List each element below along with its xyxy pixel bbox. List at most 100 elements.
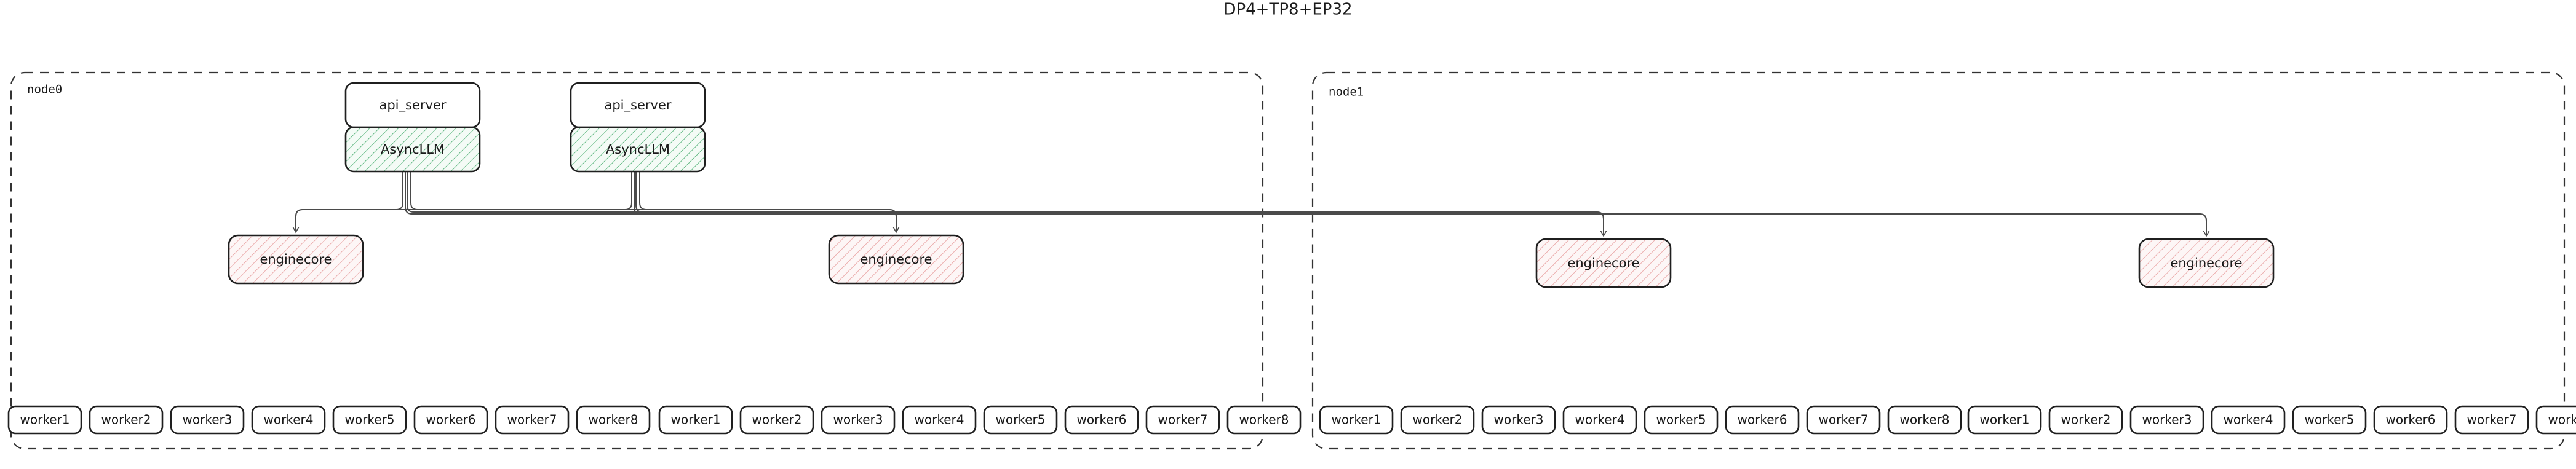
worker-box-label: worker7 bbox=[507, 412, 557, 427]
node1-border bbox=[1311, 71, 2566, 450]
enginecore-0-label: enginecore bbox=[260, 252, 332, 267]
worker-box-label: worker1 bbox=[1332, 412, 1381, 427]
worker-box-label: worker8 bbox=[1900, 412, 1950, 427]
worker-box[interactable]: worker3 bbox=[1481, 405, 1556, 435]
worker-box[interactable]: worker1 bbox=[1319, 405, 1394, 435]
worker-box[interactable]: worker2 bbox=[2048, 405, 2123, 435]
worker-box[interactable]: worker8 bbox=[576, 405, 651, 435]
worker-box[interactable]: worker1 bbox=[658, 405, 733, 435]
worker-box[interactable]: worker3 bbox=[2129, 405, 2204, 435]
worker-box[interactable]: worker4 bbox=[1562, 405, 1637, 435]
worker-box-label: worker2 bbox=[752, 412, 802, 427]
api-server-0[interactable]: api_server bbox=[344, 82, 481, 128]
worker-box[interactable]: worker8 bbox=[1226, 405, 1302, 435]
worker-box[interactable]: worker2 bbox=[89, 405, 164, 435]
worker-box[interactable]: worker2 bbox=[739, 405, 814, 435]
worker-box-label: worker1 bbox=[671, 412, 721, 427]
enginecore-0-box bbox=[228, 234, 364, 285]
node-container-node1[interactable]: node1 bbox=[1311, 71, 2566, 450]
enginecore-1[interactable]: enginecore bbox=[828, 234, 964, 285]
api-server-0-label: api_server bbox=[379, 98, 446, 113]
worker-box[interactable]: worker5 bbox=[983, 405, 1058, 435]
worker-box-rect bbox=[89, 405, 164, 435]
async-llm-0-label: AsyncLLM bbox=[381, 142, 445, 157]
worker-box-rect bbox=[2129, 405, 2204, 435]
worker-box-rect bbox=[1806, 405, 1881, 435]
worker-box-label: worker7 bbox=[1158, 412, 1208, 427]
worker-box-rect bbox=[413, 405, 488, 435]
async-llm-1-box bbox=[570, 126, 706, 173]
worker-box-rect bbox=[1725, 405, 1800, 435]
worker-box[interactable]: worker6 bbox=[413, 405, 488, 435]
worker-box-rect bbox=[658, 405, 733, 435]
worker-box-rect bbox=[7, 405, 82, 435]
worker-box-label: worker6 bbox=[1077, 412, 1127, 427]
worker-box-label: worker8 bbox=[2548, 412, 2576, 427]
worker-box-label: worker7 bbox=[2467, 412, 2517, 427]
worker-box-rect bbox=[2454, 405, 2529, 435]
async-llm-0-box bbox=[344, 126, 481, 173]
worker-box[interactable]: worker4 bbox=[251, 405, 326, 435]
worker-box-label: worker5 bbox=[2305, 412, 2355, 427]
worker-box[interactable]: worker7 bbox=[1145, 405, 1220, 435]
edge-async1-to-engine3 bbox=[634, 171, 2210, 237]
edge-async1-to-engine0 bbox=[292, 171, 632, 234]
worker-box[interactable]: worker7 bbox=[1806, 405, 1881, 435]
enginecore-3-box bbox=[2138, 238, 2275, 288]
async-llm-1-label: AsyncLLM bbox=[606, 142, 670, 157]
worker-box-label: worker2 bbox=[2061, 412, 2111, 427]
worker-box-rect bbox=[576, 405, 651, 435]
node0-label: node0 bbox=[27, 83, 62, 97]
worker-box[interactable]: worker3 bbox=[821, 405, 896, 435]
worker-box-label: worker7 bbox=[1819, 412, 1869, 427]
enginecore-2[interactable]: enginecore bbox=[1535, 238, 1672, 288]
worker-box-rect bbox=[332, 405, 407, 435]
worker-box-rect bbox=[821, 405, 896, 435]
node0-border bbox=[10, 71, 1264, 450]
worker-box[interactable]: worker4 bbox=[2211, 405, 2286, 435]
worker-box[interactable]: worker5 bbox=[332, 405, 407, 435]
worker-box[interactable]: worker6 bbox=[1064, 405, 1139, 435]
worker-box-label: worker3 bbox=[2142, 412, 2192, 427]
enginecore-0[interactable]: enginecore bbox=[228, 234, 364, 285]
worker-box-rect bbox=[2211, 405, 2286, 435]
worker-box[interactable]: worker3 bbox=[170, 405, 245, 435]
worker-box-label: worker5 bbox=[345, 412, 395, 427]
worker-box-rect bbox=[739, 405, 814, 435]
worker-box[interactable]: worker4 bbox=[902, 405, 977, 435]
worker-box[interactable]: worker6 bbox=[1725, 405, 1800, 435]
worker-box[interactable]: worker8 bbox=[2535, 405, 2576, 435]
worker-box[interactable]: worker8 bbox=[1887, 405, 1962, 435]
worker-box-rect bbox=[2292, 405, 2367, 435]
worker-box-rect bbox=[1562, 405, 1637, 435]
async-llm-0[interactable]: AsyncLLM bbox=[344, 126, 481, 173]
worker-box-rect bbox=[1319, 405, 1394, 435]
async-llm-1[interactable]: AsyncLLM bbox=[570, 126, 706, 173]
worker-box-label: worker4 bbox=[1575, 412, 1625, 427]
worker-box[interactable]: worker6 bbox=[2373, 405, 2448, 435]
edge-async1-to-engine2 bbox=[635, 171, 1607, 237]
worker-box-rect bbox=[983, 405, 1058, 435]
worker-box[interactable]: worker5 bbox=[2292, 405, 2367, 435]
page-title: DP4+TP8+EP32 bbox=[1223, 1, 1352, 19]
worker-box[interactable]: worker7 bbox=[495, 405, 570, 435]
enginecore-2-label: enginecore bbox=[1567, 256, 1639, 270]
worker-box-label: worker8 bbox=[589, 412, 638, 427]
worker-box[interactable]: worker5 bbox=[1644, 405, 1719, 435]
worker-box-label: worker2 bbox=[101, 412, 151, 427]
node-container-node0[interactable]: node0 bbox=[10, 71, 1264, 450]
worker-box-rect bbox=[902, 405, 977, 435]
worker-box-rect bbox=[1481, 405, 1556, 435]
api-server-1[interactable]: api_server bbox=[570, 82, 706, 128]
worker-box[interactable]: worker1 bbox=[1967, 405, 2042, 435]
worker-box-label: worker3 bbox=[1494, 412, 1544, 427]
worker-box-label: worker5 bbox=[1656, 412, 1706, 427]
worker-box-rect bbox=[2048, 405, 2123, 435]
worker-box[interactable]: worker2 bbox=[1400, 405, 1475, 435]
enginecore-1-label: enginecore bbox=[860, 252, 932, 267]
worker-box-rect bbox=[1145, 405, 1220, 435]
enginecore-3[interactable]: enginecore bbox=[2138, 238, 2275, 288]
worker-box[interactable]: worker7 bbox=[2454, 405, 2529, 435]
worker-box[interactable]: worker1 bbox=[7, 405, 82, 435]
